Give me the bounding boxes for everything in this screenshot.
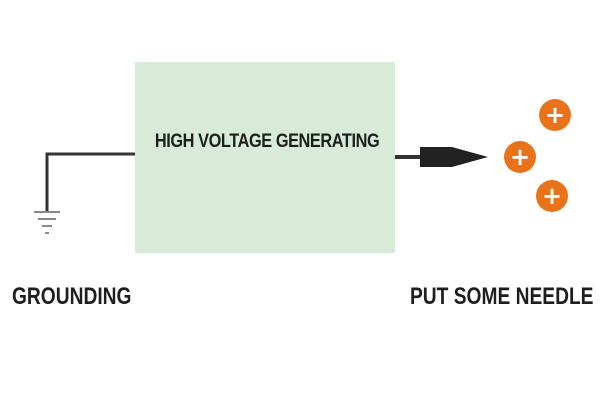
charge-symbol: + xyxy=(542,182,562,210)
positive-charge-icon: + xyxy=(539,99,571,131)
needle-icon xyxy=(420,147,488,167)
positive-charge-icon: + xyxy=(504,141,536,173)
ground-symbol-icon xyxy=(34,211,60,234)
positive-charge-icon: + xyxy=(536,180,568,212)
high-voltage-generator-box xyxy=(135,62,395,253)
charge-symbol: + xyxy=(510,143,530,171)
ground-wire xyxy=(45,152,136,212)
needle-label: PUT SOME NEEDLE xyxy=(410,283,594,310)
charge-symbol: + xyxy=(545,101,565,129)
generator-label: HIGH VOLTAGE GENERATING xyxy=(154,131,380,152)
grounding-label: GROUNDING xyxy=(12,283,132,310)
